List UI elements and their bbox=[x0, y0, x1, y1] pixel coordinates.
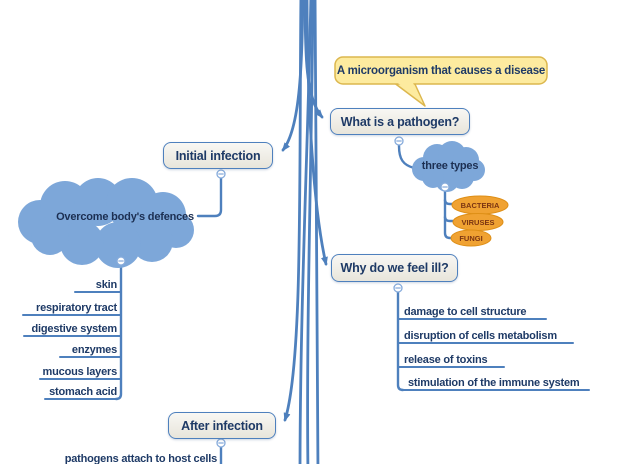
node-after-infection[interactable]: After infection bbox=[168, 412, 276, 439]
why-item-damage[interactable]: damage to cell structure bbox=[404, 306, 527, 318]
type-viruses-label: VIRUSES bbox=[461, 218, 495, 227]
node-why-do-we-feel-ill[interactable]: Why do we feel ill? bbox=[331, 254, 458, 282]
callout-bubble[interactable] bbox=[334, 56, 548, 107]
connector-initial-defences bbox=[196, 176, 223, 218]
trunk-line bbox=[306, 0, 315, 464]
defence-item-enzymes[interactable]: enzymes bbox=[71, 344, 117, 356]
branch-to-after-infection bbox=[283, 0, 303, 422]
connector-viruses bbox=[443, 215, 455, 223]
collapse-icon-defences[interactable] bbox=[116, 256, 126, 266]
trunk-line bbox=[298, 0, 313, 464]
collapse-icon-why-ill[interactable] bbox=[393, 283, 403, 293]
node-what-is-a-pathogen[interactable]: What is a pathogen? bbox=[330, 108, 470, 135]
branch-to-why-ill bbox=[305, 0, 328, 266]
trunk-line bbox=[313, 0, 320, 464]
after-item-attach[interactable]: pathogens attach to host cells bbox=[64, 453, 218, 464]
node-initial-infection[interactable]: Initial infection bbox=[163, 142, 273, 169]
defence-item-skin[interactable]: skin bbox=[95, 279, 117, 291]
why-item-toxins[interactable]: release of toxins bbox=[404, 354, 488, 366]
cloud-three-types-label: three types bbox=[421, 160, 479, 172]
connector-why-ill-list bbox=[396, 290, 405, 392]
ellipse-fungi[interactable] bbox=[450, 229, 492, 247]
why-item-disruption[interactable]: disruption of cells metabolism bbox=[404, 330, 557, 342]
type-bacteria-label: BACTERIA bbox=[460, 201, 500, 210]
collapse-icon-pathogen[interactable] bbox=[394, 136, 404, 146]
connector-types-bracket bbox=[443, 189, 454, 240]
cloud-three-types[interactable] bbox=[412, 141, 485, 192]
type-fungi-label: FUNGI bbox=[459, 234, 483, 243]
connector-pathogen-threetypes bbox=[397, 144, 416, 170]
defence-item-respiratory-tract[interactable]: respiratory tract bbox=[36, 302, 117, 314]
collapse-icon-initial-infection[interactable] bbox=[216, 169, 226, 179]
defence-item-mucous-layers[interactable]: mucous layers bbox=[42, 366, 118, 378]
defence-item-digestive-system[interactable]: digestive system bbox=[31, 323, 118, 335]
defence-item-stomach-acid[interactable]: stomach acid bbox=[49, 386, 117, 398]
collapse-icon-after-infection[interactable] bbox=[216, 438, 226, 448]
cloud-defences[interactable] bbox=[18, 178, 194, 268]
connector-bacteria bbox=[443, 198, 455, 206]
cloud-defences-label: Overcome body's defences bbox=[56, 211, 194, 223]
why-item-immune[interactable]: stimulation of the immune system bbox=[408, 377, 580, 389]
collapse-icon-three-types[interactable] bbox=[440, 182, 450, 192]
callout-text: A microorganism that causes a disease bbox=[336, 64, 546, 77]
